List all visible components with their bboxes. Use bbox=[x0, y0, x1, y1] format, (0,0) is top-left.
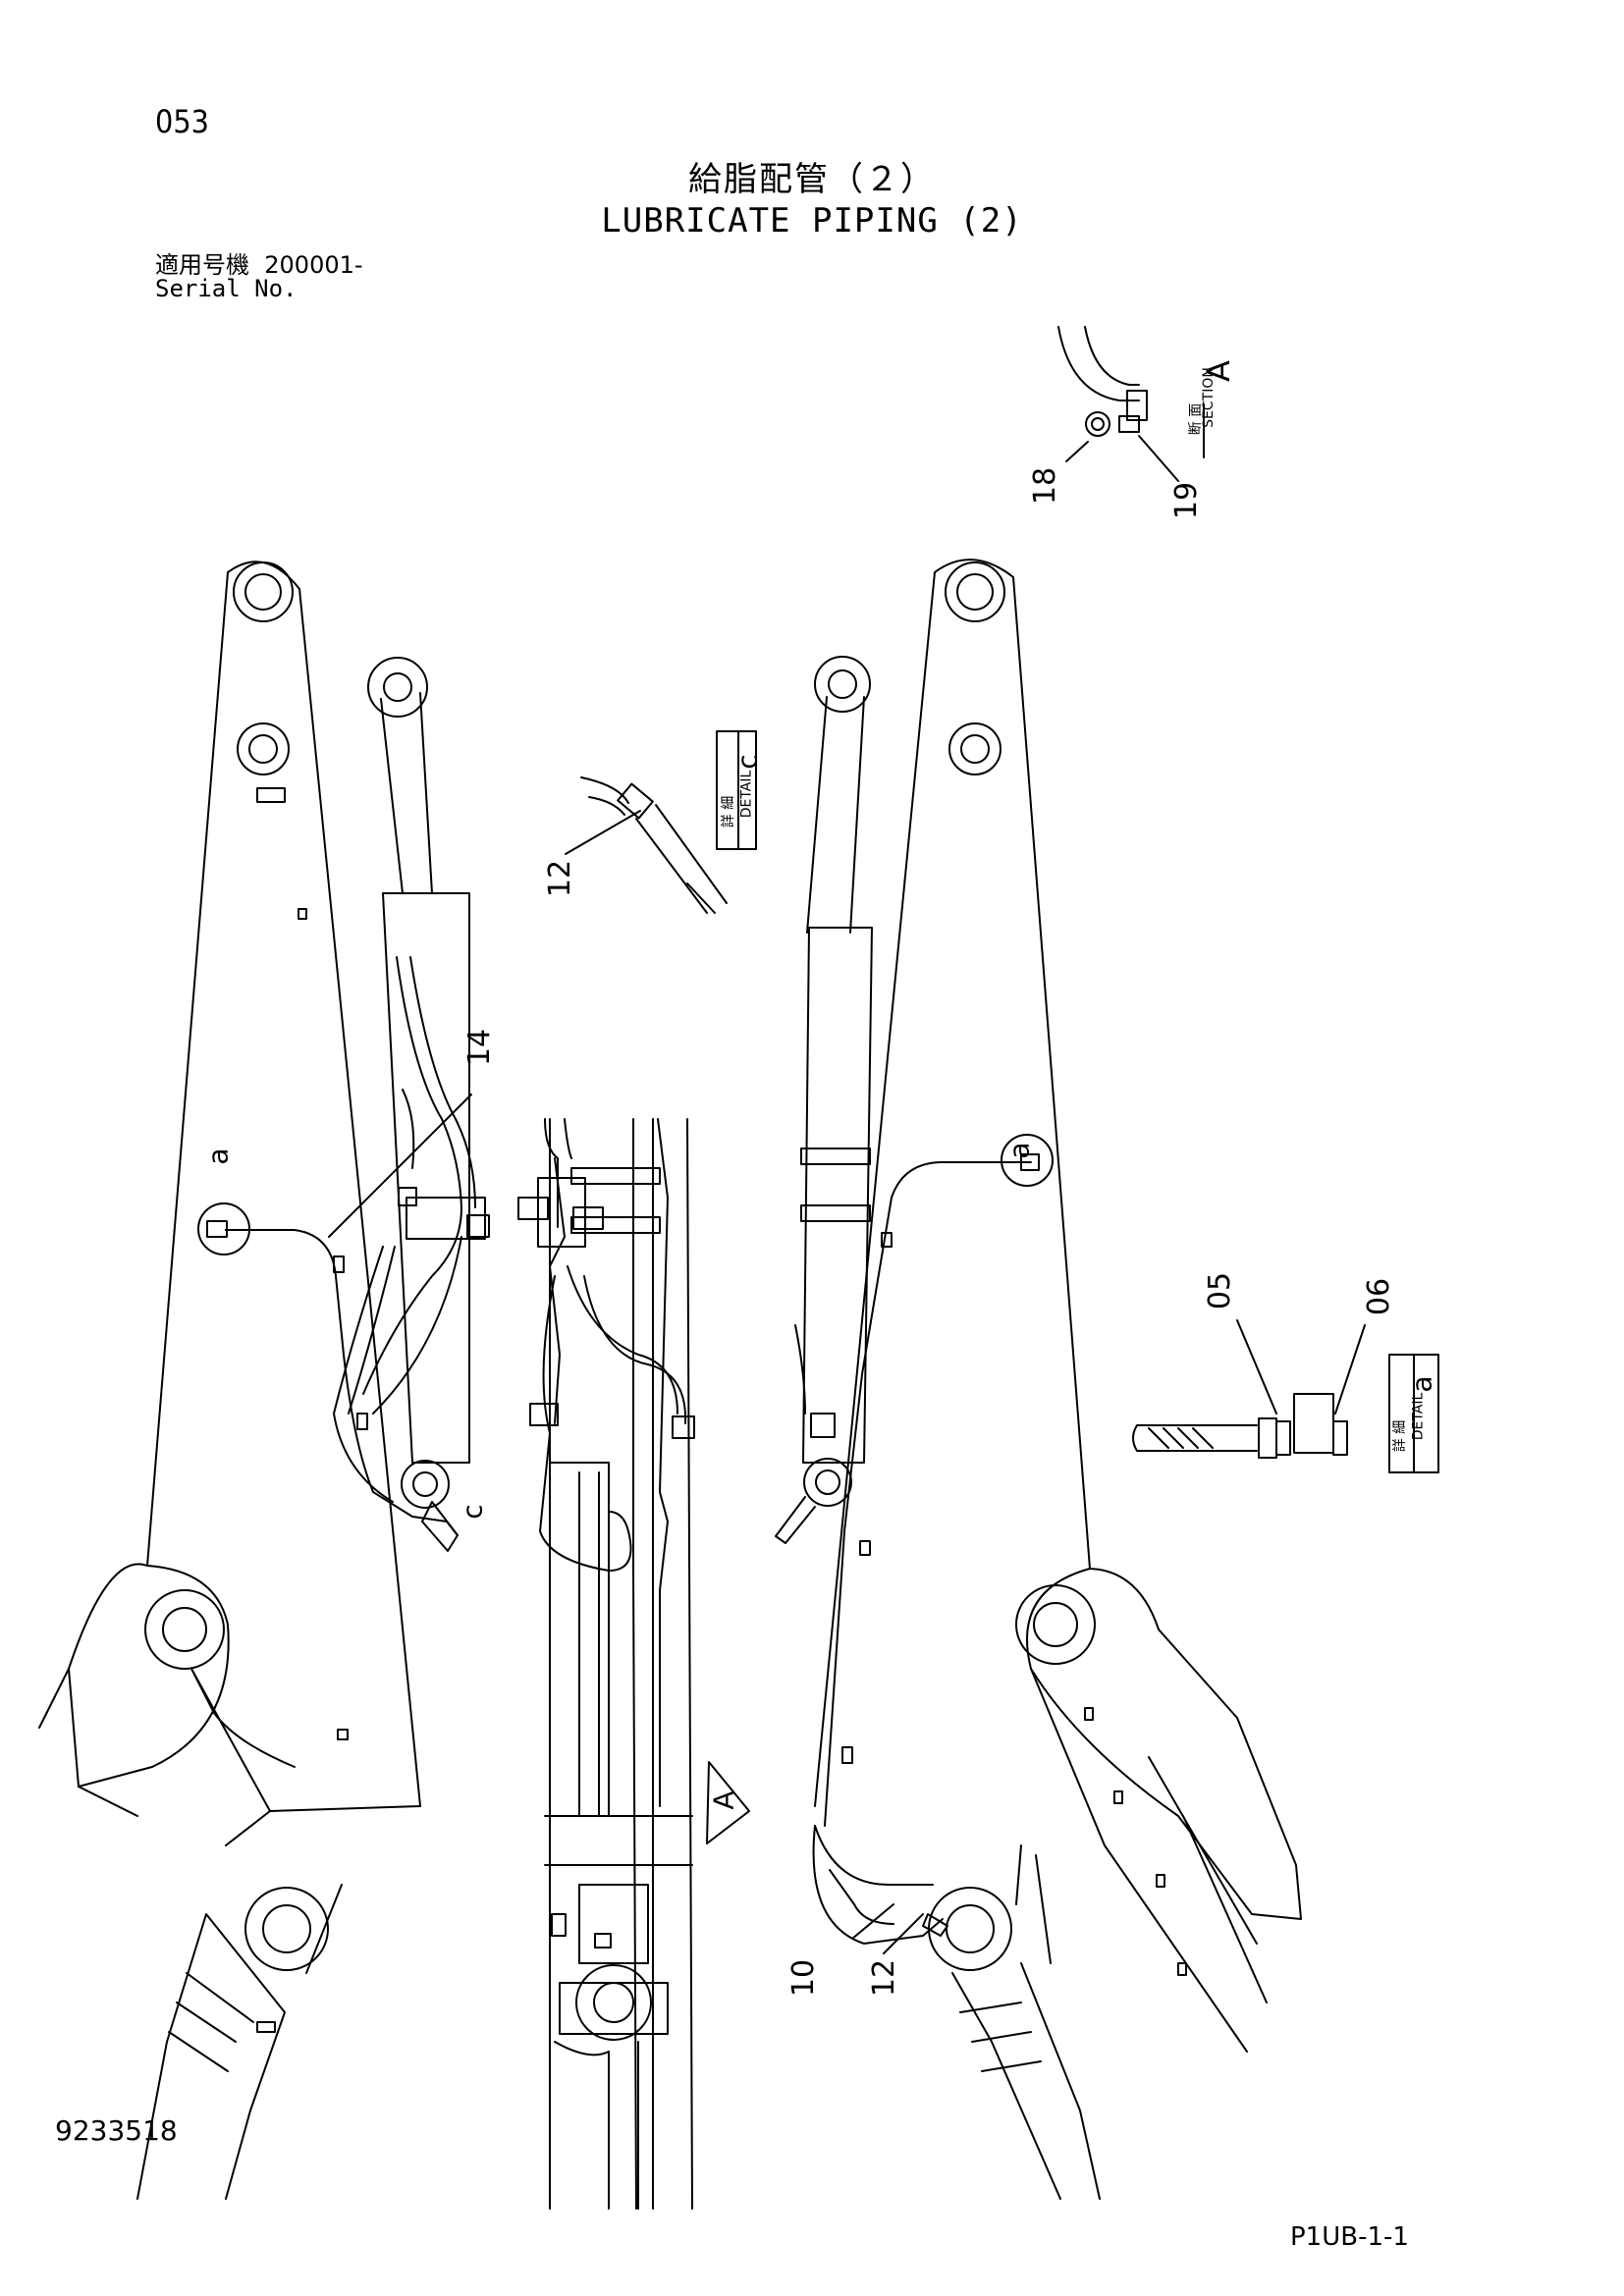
serial-line: 適用号機 200001- bbox=[155, 253, 363, 277]
callout-12-upper: 12 bbox=[543, 859, 578, 898]
callout-18: 18 bbox=[1028, 466, 1063, 506]
callout-05: 05 bbox=[1203, 1271, 1238, 1310]
leader-14 bbox=[328, 1094, 472, 1238]
callout-06: 06 bbox=[1362, 1277, 1397, 1316]
title-english: LUBRICATE PIPING (2) bbox=[601, 201, 1023, 240]
marker-a-left: a bbox=[201, 1148, 235, 1165]
serial-value: 200001- bbox=[264, 251, 363, 279]
serial-label-jp: 適用号機 bbox=[155, 251, 249, 279]
marker-a-right: a bbox=[1002, 1142, 1036, 1159]
detail-c-letter: c bbox=[731, 754, 764, 770]
page-number: 053 bbox=[155, 103, 209, 140]
detail-a-caption-en: DETAIL bbox=[1410, 1392, 1427, 1441]
detail-a-letter: a bbox=[1405, 1375, 1438, 1393]
detail-c-caption-jp: 詳 細 bbox=[721, 795, 737, 828]
left-boom bbox=[38, 561, 490, 2200]
callout-10: 10 bbox=[786, 1958, 822, 1998]
callout-14: 14 bbox=[462, 1028, 498, 1067]
marker-c: c bbox=[456, 1504, 489, 1520]
title-japanese: 給脂配管（２） bbox=[688, 160, 936, 199]
drawing-number: 9233518 bbox=[55, 2114, 178, 2147]
leader-10 bbox=[851, 1903, 894, 1940]
callout-19: 19 bbox=[1169, 481, 1205, 520]
detail-c-view bbox=[565, 730, 757, 914]
serial-label-en: Serial No. bbox=[155, 275, 298, 302]
center-arm bbox=[517, 1118, 750, 2210]
marker-section-a: A bbox=[707, 1790, 740, 1810]
detail-c-caption-en: DETAIL bbox=[738, 770, 755, 819]
detail-a-view bbox=[1132, 1319, 1439, 1473]
page-code: P1UB-1-1 bbox=[1290, 2222, 1409, 2252]
detail-a-caption-jp: 詳 細 bbox=[1392, 1419, 1409, 1453]
right-boom bbox=[775, 559, 1302, 2200]
section-a-caption-en: SECTION bbox=[1200, 367, 1217, 428]
callout-12-lower: 12 bbox=[867, 1958, 902, 1998]
leader-12-lower bbox=[883, 1913, 924, 1954]
section-a-view bbox=[1057, 326, 1205, 482]
